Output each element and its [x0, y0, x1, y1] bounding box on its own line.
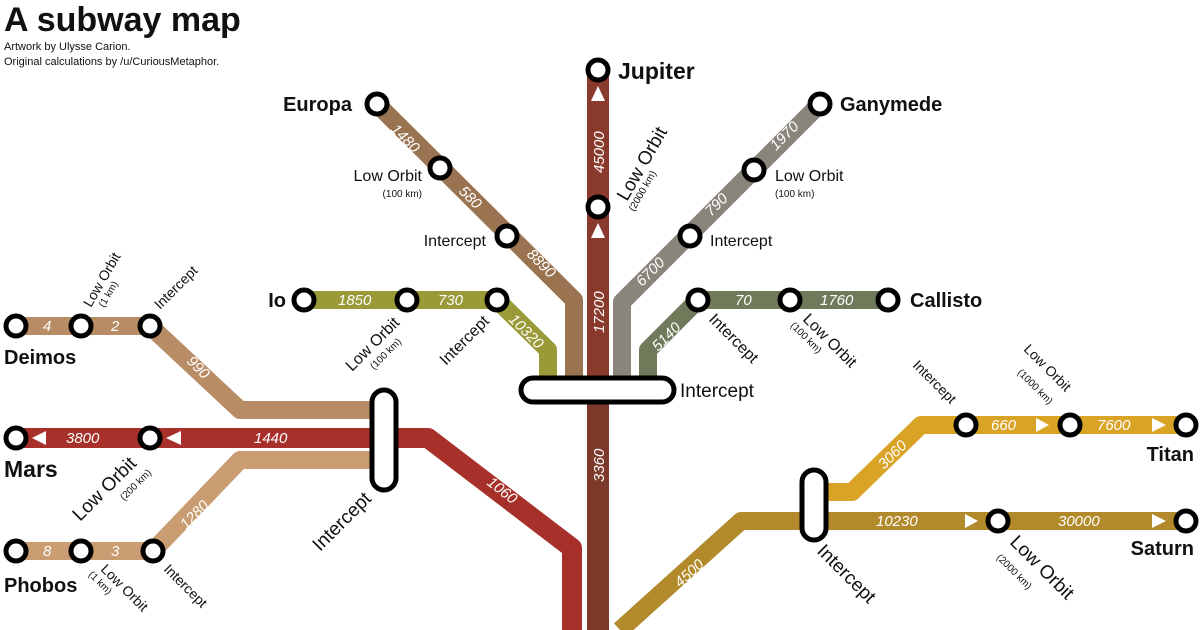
station-jupiter-low-orbit[interactable] [585, 194, 611, 220]
station-deimos-intercept[interactable] [137, 313, 163, 339]
label-intercept: Intercept [151, 262, 201, 312]
map-header: A subway map Artwork by Ulysse Carion. O… [4, 0, 241, 70]
station-jupiter[interactable] [585, 57, 611, 83]
station-ganymede-intercept[interactable] [677, 223, 703, 249]
station-europa-intercept[interactable] [494, 223, 520, 249]
station-name-io: Io [268, 290, 286, 312]
delta-v-value: 17200 [591, 291, 608, 333]
station-saturn-low-orbit[interactable] [985, 508, 1011, 534]
delta-v-value: 660 [991, 417, 1017, 434]
delta-v-value: 30000 [1058, 513, 1100, 530]
titan-route [822, 416, 1186, 501]
stations [3, 57, 1199, 564]
station-mars-low-orbit[interactable] [137, 425, 163, 451]
direction-arrows [32, 86, 1166, 528]
label-intercept: Intercept [710, 233, 773, 250]
station-name-europa: Europa [283, 94, 353, 116]
delta-v-value: 3800 [66, 430, 100, 447]
station-io[interactable] [291, 287, 317, 313]
label-intercept: Intercept [437, 312, 493, 368]
arrow-left-icon [166, 431, 181, 445]
saturn-intercept-hub[interactable] [799, 467, 829, 543]
station-names: Jupiter Europa Ganymede Io Callisto Deim… [4, 58, 1194, 597]
station-name-mars: Mars [4, 456, 58, 482]
delta-v-value: 70 [735, 292, 752, 309]
station-callisto[interactable] [875, 287, 901, 313]
delta-v-value: 4 [43, 318, 51, 335]
arrow-left-icon [32, 431, 46, 445]
label-intercept: Intercept [161, 561, 211, 611]
station-titan[interactable] [1173, 412, 1199, 438]
station-io-low-orbit[interactable] [394, 287, 420, 313]
artwork-credit: Artwork by Ulysse Carion. [4, 41, 131, 53]
label-intercept: Intercept [680, 381, 755, 402]
jupiter-intercept-hub[interactable] [518, 375, 677, 405]
station-deimos[interactable] [3, 313, 29, 339]
label-low-orbit: Low Orbit [775, 168, 844, 185]
station-name-jupiter: Jupiter [618, 58, 695, 84]
station-europa-low-orbit[interactable] [427, 155, 453, 181]
label-intercept: Intercept [424, 233, 487, 250]
label-altitude: (100 km) [383, 189, 422, 200]
station-phobos-low-orbit[interactable] [68, 538, 94, 564]
label-intercept: Intercept [309, 488, 377, 556]
mars-intercept-hub[interactable] [369, 387, 399, 493]
arrow-right-icon [965, 514, 978, 528]
station-name-ganymede: Ganymede [840, 94, 942, 116]
label-intercept: Intercept [705, 311, 761, 367]
station-titan-low-orbit[interactable] [1057, 412, 1083, 438]
delta-v-value: 3360 [591, 448, 608, 482]
station-name-deimos: Deimos [4, 347, 76, 369]
station-titan-intercept[interactable] [953, 412, 979, 438]
delta-v-value: 730 [438, 292, 464, 309]
arrow-right-icon [1152, 514, 1166, 528]
calculation-credit: Original calculations by /u/CuriousMetap… [4, 56, 220, 68]
station-deimos-low-orbit[interactable] [68, 313, 94, 339]
station-callisto-low-orbit[interactable] [777, 287, 803, 313]
arrow-right-icon [1152, 418, 1166, 432]
delta-v-value: 1440 [254, 430, 288, 447]
delta-v-value: 3 [111, 543, 120, 560]
intercept-hubs [369, 375, 829, 543]
arrow-up-icon [591, 223, 605, 238]
station-io-intercept[interactable] [484, 287, 510, 313]
station-name-phobos: Phobos [4, 575, 77, 597]
delta-v-value: 1760 [820, 292, 854, 309]
delta-v-value: 8 [43, 543, 52, 560]
station-name-saturn: Saturn [1131, 538, 1194, 560]
station-europa[interactable] [364, 91, 390, 117]
label-low-orbit: Low Orbit [354, 168, 423, 185]
saturn-route [613, 512, 1186, 630]
station-ganymede[interactable] [807, 91, 833, 117]
label-intercept: Intercept [812, 541, 880, 609]
delta-v-value: 45000 [591, 131, 608, 173]
label-intercept: Intercept [910, 357, 960, 407]
station-name-titan: Titan [1147, 444, 1194, 466]
station-callisto-intercept[interactable] [685, 287, 711, 313]
station-phobos-intercept[interactable] [140, 538, 166, 564]
page-title: A subway map [4, 1, 241, 39]
station-name-callisto: Callisto [910, 290, 982, 312]
delta-v-value: 1850 [338, 292, 372, 309]
arrow-up-icon [591, 86, 605, 101]
delta-v-value: 2 [110, 318, 120, 335]
delta-v-value: 7600 [1097, 417, 1131, 434]
station-ganymede-low-orbit[interactable] [741, 157, 767, 183]
label-altitude: (100 km) [775, 189, 814, 200]
station-phobos[interactable] [3, 538, 29, 564]
arrow-right-icon [1036, 418, 1049, 432]
station-mars[interactable] [3, 425, 29, 451]
mars-route [16, 428, 582, 630]
station-saturn[interactable] [1173, 508, 1199, 534]
delta-v-value: 10230 [876, 513, 918, 530]
io-route [304, 291, 557, 378]
